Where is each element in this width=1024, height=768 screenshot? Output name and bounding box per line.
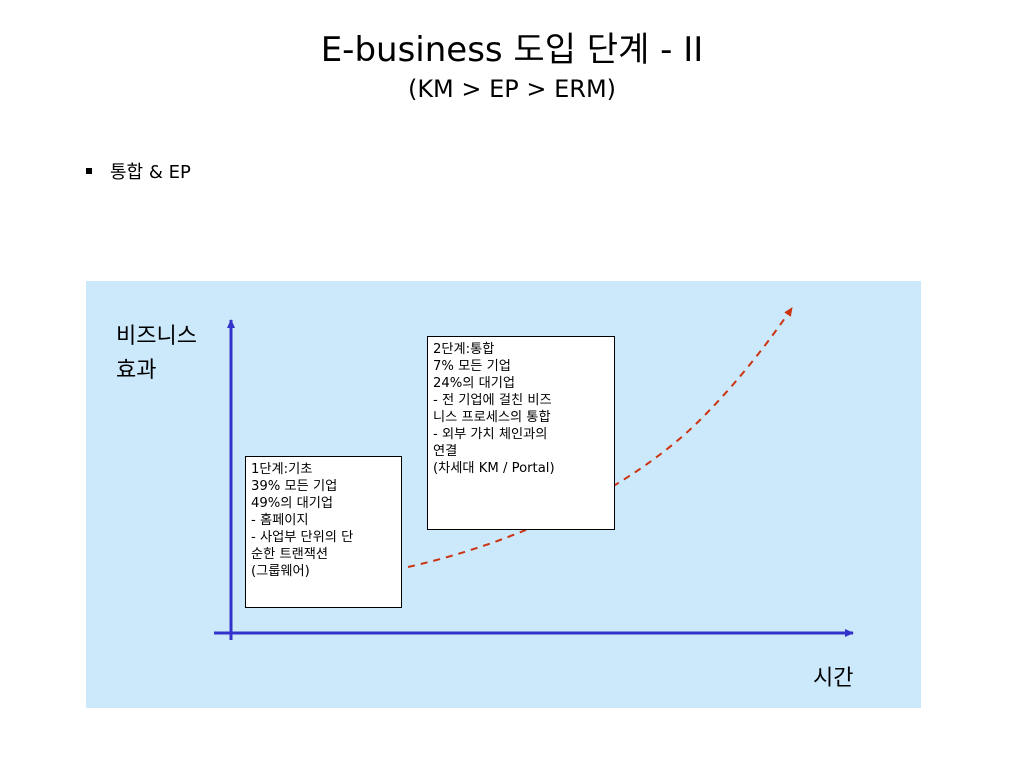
y-axis-label: 비즈니스 효과 [116, 320, 197, 388]
stage1-line: 49%의 대기업 [251, 496, 334, 511]
growth-curve [407, 307, 793, 568]
stage2-line: 니스 프로세스의 통합 [433, 410, 551, 425]
stage2-box: 2단계:통합 7% 모든 기업 24%의 대기업 - 전 기업에 걸친 비즈 니… [427, 336, 615, 530]
stage1-line: 1단계:기초 [251, 462, 313, 477]
stage2-line: - 외부 가치 체인과의 [433, 427, 548, 442]
stage1-line: - 사업부 단위의 단 [251, 530, 354, 545]
stage2-line: (차세대 KM / Portal) [433, 461, 555, 476]
bullet-item: 통합 & EP [86, 160, 191, 186]
stage1-line: 39% 모든 기업 [251, 479, 338, 494]
stage1-box: 1단계:기초 39% 모든 기업 49%의 대기업 - 홈페이지 - 사업부 단… [245, 456, 402, 608]
stage1-line: (그룹웨어) [251, 564, 310, 579]
stage2-line: 24%의 대기업 [433, 376, 516, 391]
stage2-line: 7% 모든 기업 [433, 359, 511, 374]
x-axis-label: 시간 [813, 666, 854, 691]
y-axis-label-line2: 효과 [116, 358, 157, 383]
square-bullet-icon [86, 168, 92, 174]
bullet-text: 통합 & EP [110, 162, 191, 183]
slide-title: E-business 도입 단계 - II [320, 30, 704, 70]
slide-subtitle: (KM > EP > ERM) [407, 75, 617, 103]
y-axis-label-line1: 비즈니스 [116, 324, 197, 349]
stage1-line: - 홈페이지 [251, 513, 309, 528]
title-block: E-business 도입 단계 - II (KM > EP > ERM) [0, 28, 1024, 106]
stage2-line: 2단계:통합 [433, 342, 495, 357]
stage1-line: 순한 트랜잭션 [251, 547, 328, 562]
stage2-line: - 전 기업에 걸친 비즈 [433, 393, 552, 408]
stage2-line: 연결 [433, 444, 458, 459]
